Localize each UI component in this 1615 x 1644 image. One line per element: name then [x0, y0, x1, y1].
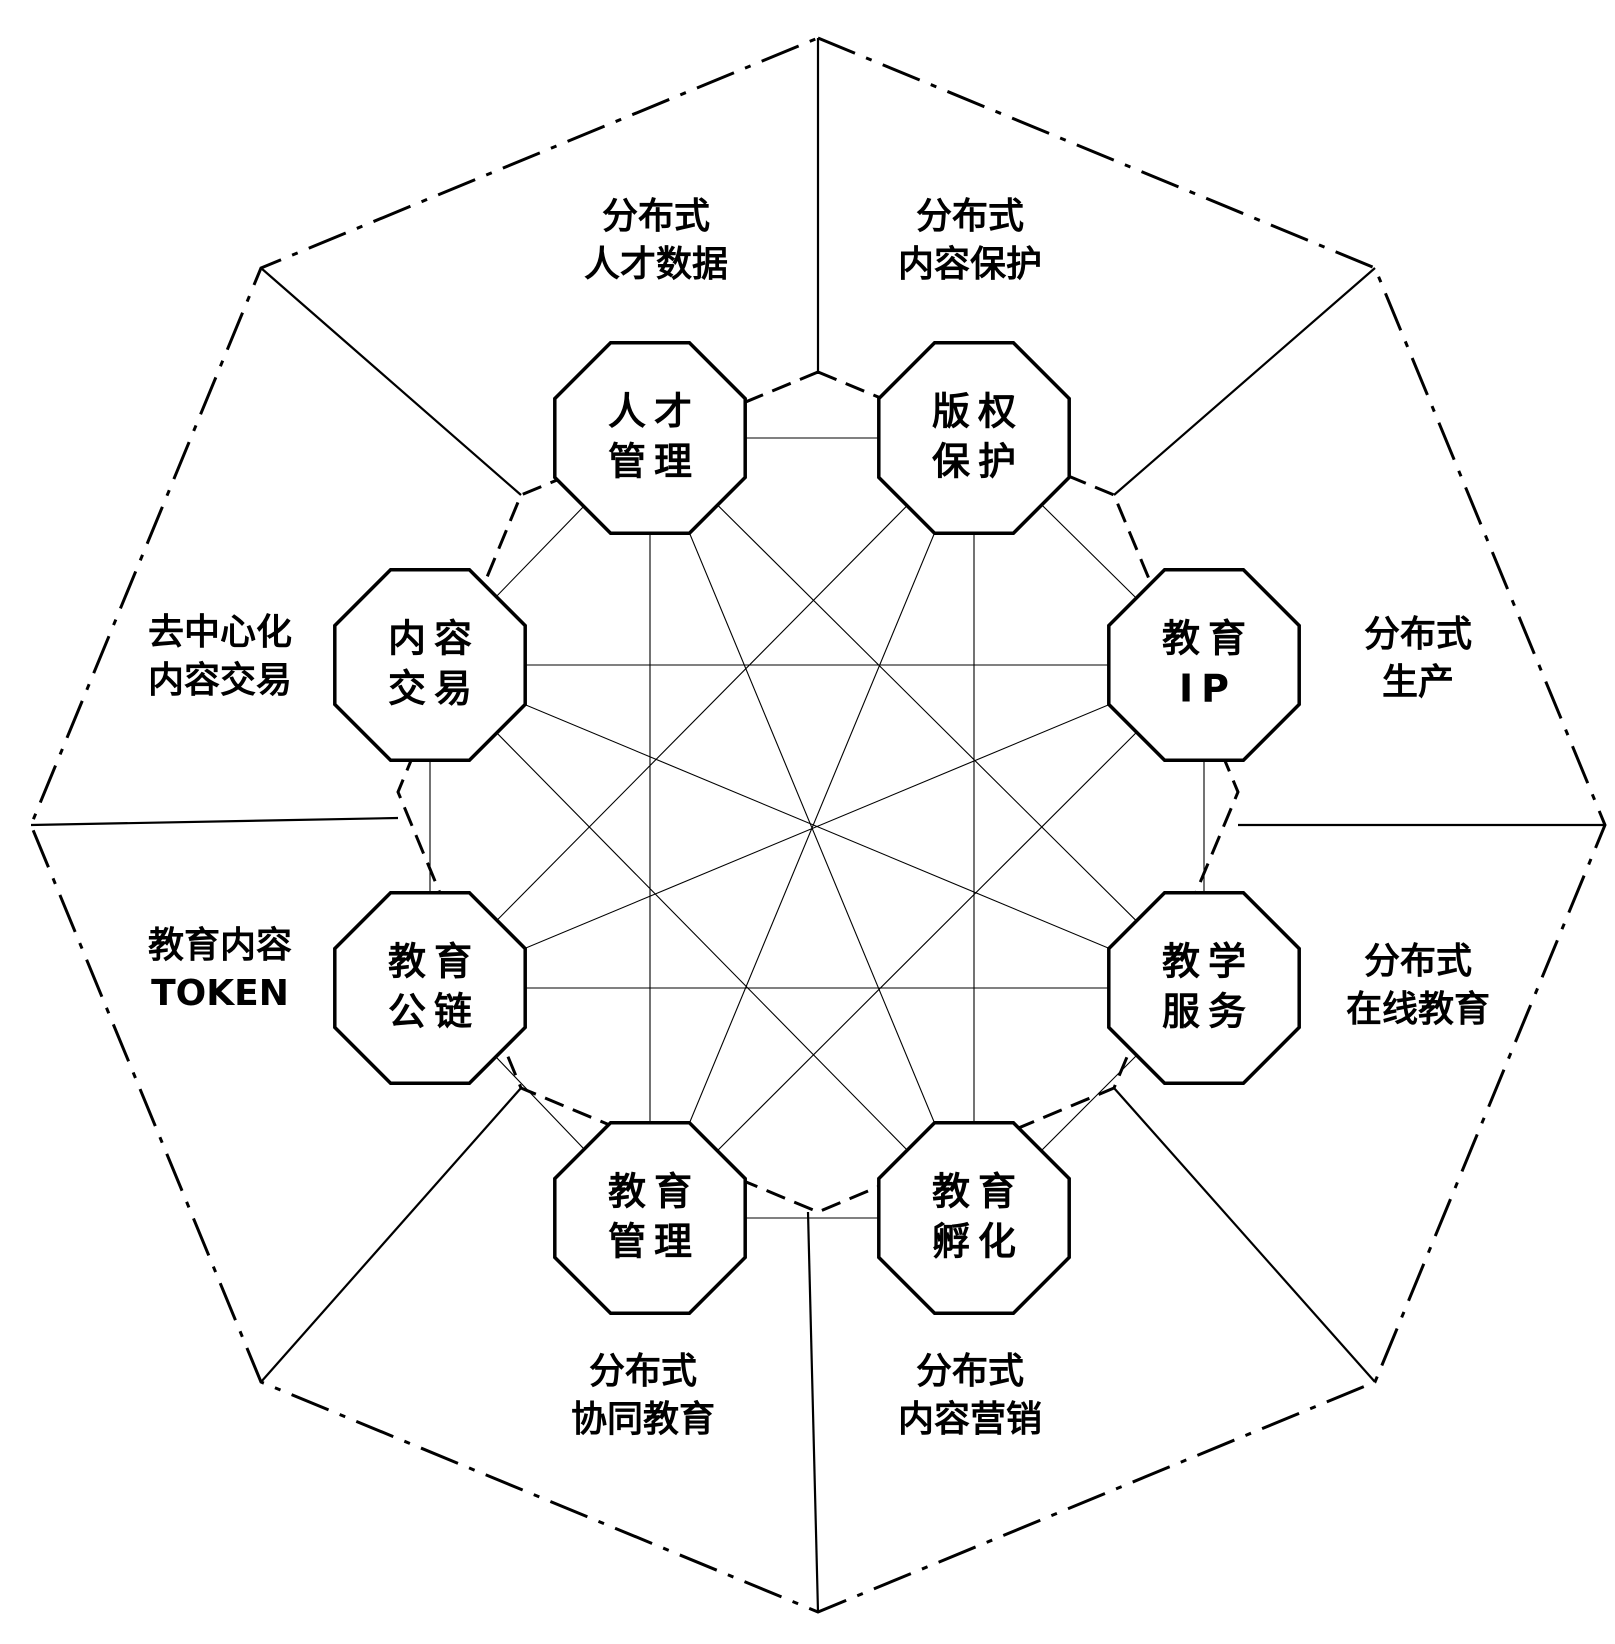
segment-label-line: 分布式 — [916, 1351, 1024, 1392]
segment-label-line: 内容保护 — [898, 244, 1042, 285]
node-label-line: 教育 — [388, 940, 480, 984]
segment-label-line: 人才数据 — [584, 244, 728, 285]
segment-label-line: 教育内容 — [148, 925, 292, 966]
segment-label-line: 协同教育 — [571, 1399, 715, 1440]
segment-label-line: 分布式 — [1364, 614, 1472, 655]
connection-line — [649, 437, 1205, 989]
connection-line — [649, 664, 1205, 1219]
segment-label-line: 分布式 — [602, 196, 710, 237]
spoke-line — [1113, 267, 1376, 496]
segment-label-line: TOKEN — [151, 973, 289, 1014]
segment-label-line: 分布式 — [1364, 941, 1472, 982]
node-label-line: 管理 — [608, 440, 700, 484]
segment-label-line: 分布式 — [589, 1351, 697, 1392]
spoke-line — [260, 1087, 522, 1383]
node-label-line: IP — [1179, 667, 1237, 711]
node-education-ip: 教育 IP — [1107, 568, 1301, 762]
spoke-line — [30, 816, 399, 827]
node-label-line: 管理 — [608, 1220, 700, 1264]
node-octagon — [877, 341, 1071, 535]
connection-lines-layer — [429, 437, 1205, 1219]
node-label-line: 交易 — [388, 667, 480, 711]
node-octagon — [553, 341, 747, 535]
segment-label-line: 分布式 — [916, 196, 1024, 237]
connection-line — [429, 664, 975, 1219]
segment-labels-layer: 分布式人才数据分布式内容保护分布式生产分布式在线教育分布式内容营销分布式协同教育… — [148, 196, 1490, 1440]
node-label-line: 教学 — [1162, 940, 1254, 984]
segment-label-line: 内容营销 — [898, 1399, 1042, 1440]
node-label-line: 内容 — [388, 617, 480, 661]
node-label-line: 教育 — [932, 1170, 1024, 1214]
node-label-line: 版权 — [932, 390, 1024, 434]
segment-label-line: 生产 — [1382, 662, 1454, 703]
node-label-line: 服务 — [1162, 990, 1254, 1034]
node-label-line: 教育 — [1162, 617, 1254, 661]
node-label-line: 公链 — [388, 990, 480, 1034]
node-octagon — [1107, 891, 1301, 1085]
segment-label-line: 去中心化 — [148, 612, 292, 653]
node-octagon — [553, 1121, 747, 1315]
spoke-line — [1113, 1087, 1376, 1383]
node-content-trading: 内容交易 — [333, 568, 527, 762]
node-label-line: 孵化 — [932, 1220, 1024, 1264]
spoke-line — [260, 267, 522, 496]
segment-education-content-token: 教育内容 TOKEN — [148, 925, 292, 1014]
node-label-line: 教育 — [608, 1170, 700, 1214]
node-label-line: 人才 — [608, 390, 700, 434]
node-octagon — [333, 891, 527, 1085]
connection-line — [429, 664, 1205, 989]
segment-label-line: 在线教育 — [1346, 989, 1490, 1030]
segment-label-line: 内容交易 — [148, 659, 292, 701]
outer-octagon-layer — [29, 36, 1607, 1614]
node-label-line: 保护 — [932, 440, 1024, 484]
node-octagon — [877, 1121, 1071, 1315]
node-octagon — [333, 568, 527, 762]
node-octagon — [1107, 568, 1301, 762]
connection-line — [429, 437, 975, 989]
spoke-line — [806, 1211, 820, 1613]
